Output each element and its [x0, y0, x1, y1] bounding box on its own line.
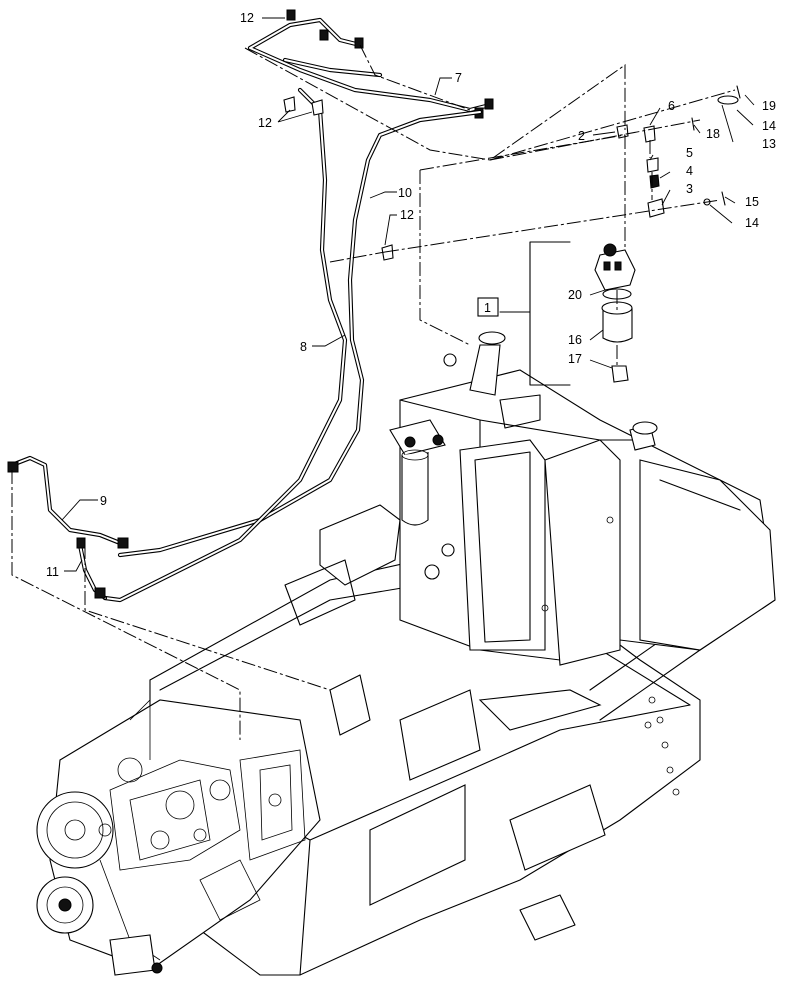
clamp-fittings: [283, 96, 394, 261]
callout-3: 3: [686, 182, 693, 196]
hose-9: [7, 455, 129, 549]
callout-12-top: 12: [240, 11, 254, 25]
callout-1-box: 1: [477, 297, 499, 317]
item-1-bracket: [499, 241, 571, 386]
callout-14-bottom: 14: [745, 216, 759, 230]
callout-17: 17: [568, 352, 582, 366]
callout-1: 1: [484, 301, 491, 315]
hose-harness-7: [247, 9, 494, 119]
callout-13: 13: [762, 137, 776, 151]
callout-10: 10: [398, 186, 412, 200]
callout-8: 8: [300, 340, 307, 354]
callout-14-top: 14: [762, 119, 776, 133]
callout-15: 15: [745, 195, 759, 209]
callout-labels: 12 7 12 10 12 8 9 11 2 6 5 4 3 19 18 14 …: [46, 11, 776, 579]
engine-assembly: [36, 699, 321, 976]
hydraulic-tank: [399, 331, 776, 666]
callout-7: 7: [455, 71, 462, 85]
hose-8: [102, 87, 348, 603]
hose-11: [76, 537, 108, 601]
callout-12-mid: 12: [400, 208, 414, 222]
callout-2: 2: [578, 129, 585, 143]
frame-holes: [644, 696, 680, 796]
callout-11: 11: [46, 565, 59, 579]
callout-5: 5: [686, 146, 693, 160]
callout-16: 16: [568, 333, 582, 347]
routing-lines: [11, 44, 736, 740]
return-filter-on-tank: [389, 419, 446, 526]
callout-19: 19: [762, 99, 776, 113]
callout-12-left: 12: [258, 116, 272, 130]
callout-6: 6: [668, 99, 675, 113]
callout-20: 20: [568, 288, 582, 302]
callout-18: 18: [706, 127, 720, 141]
callout-leaders: [61, 17, 755, 572]
callout-9: 9: [100, 494, 107, 508]
callout-4: 4: [686, 164, 693, 178]
